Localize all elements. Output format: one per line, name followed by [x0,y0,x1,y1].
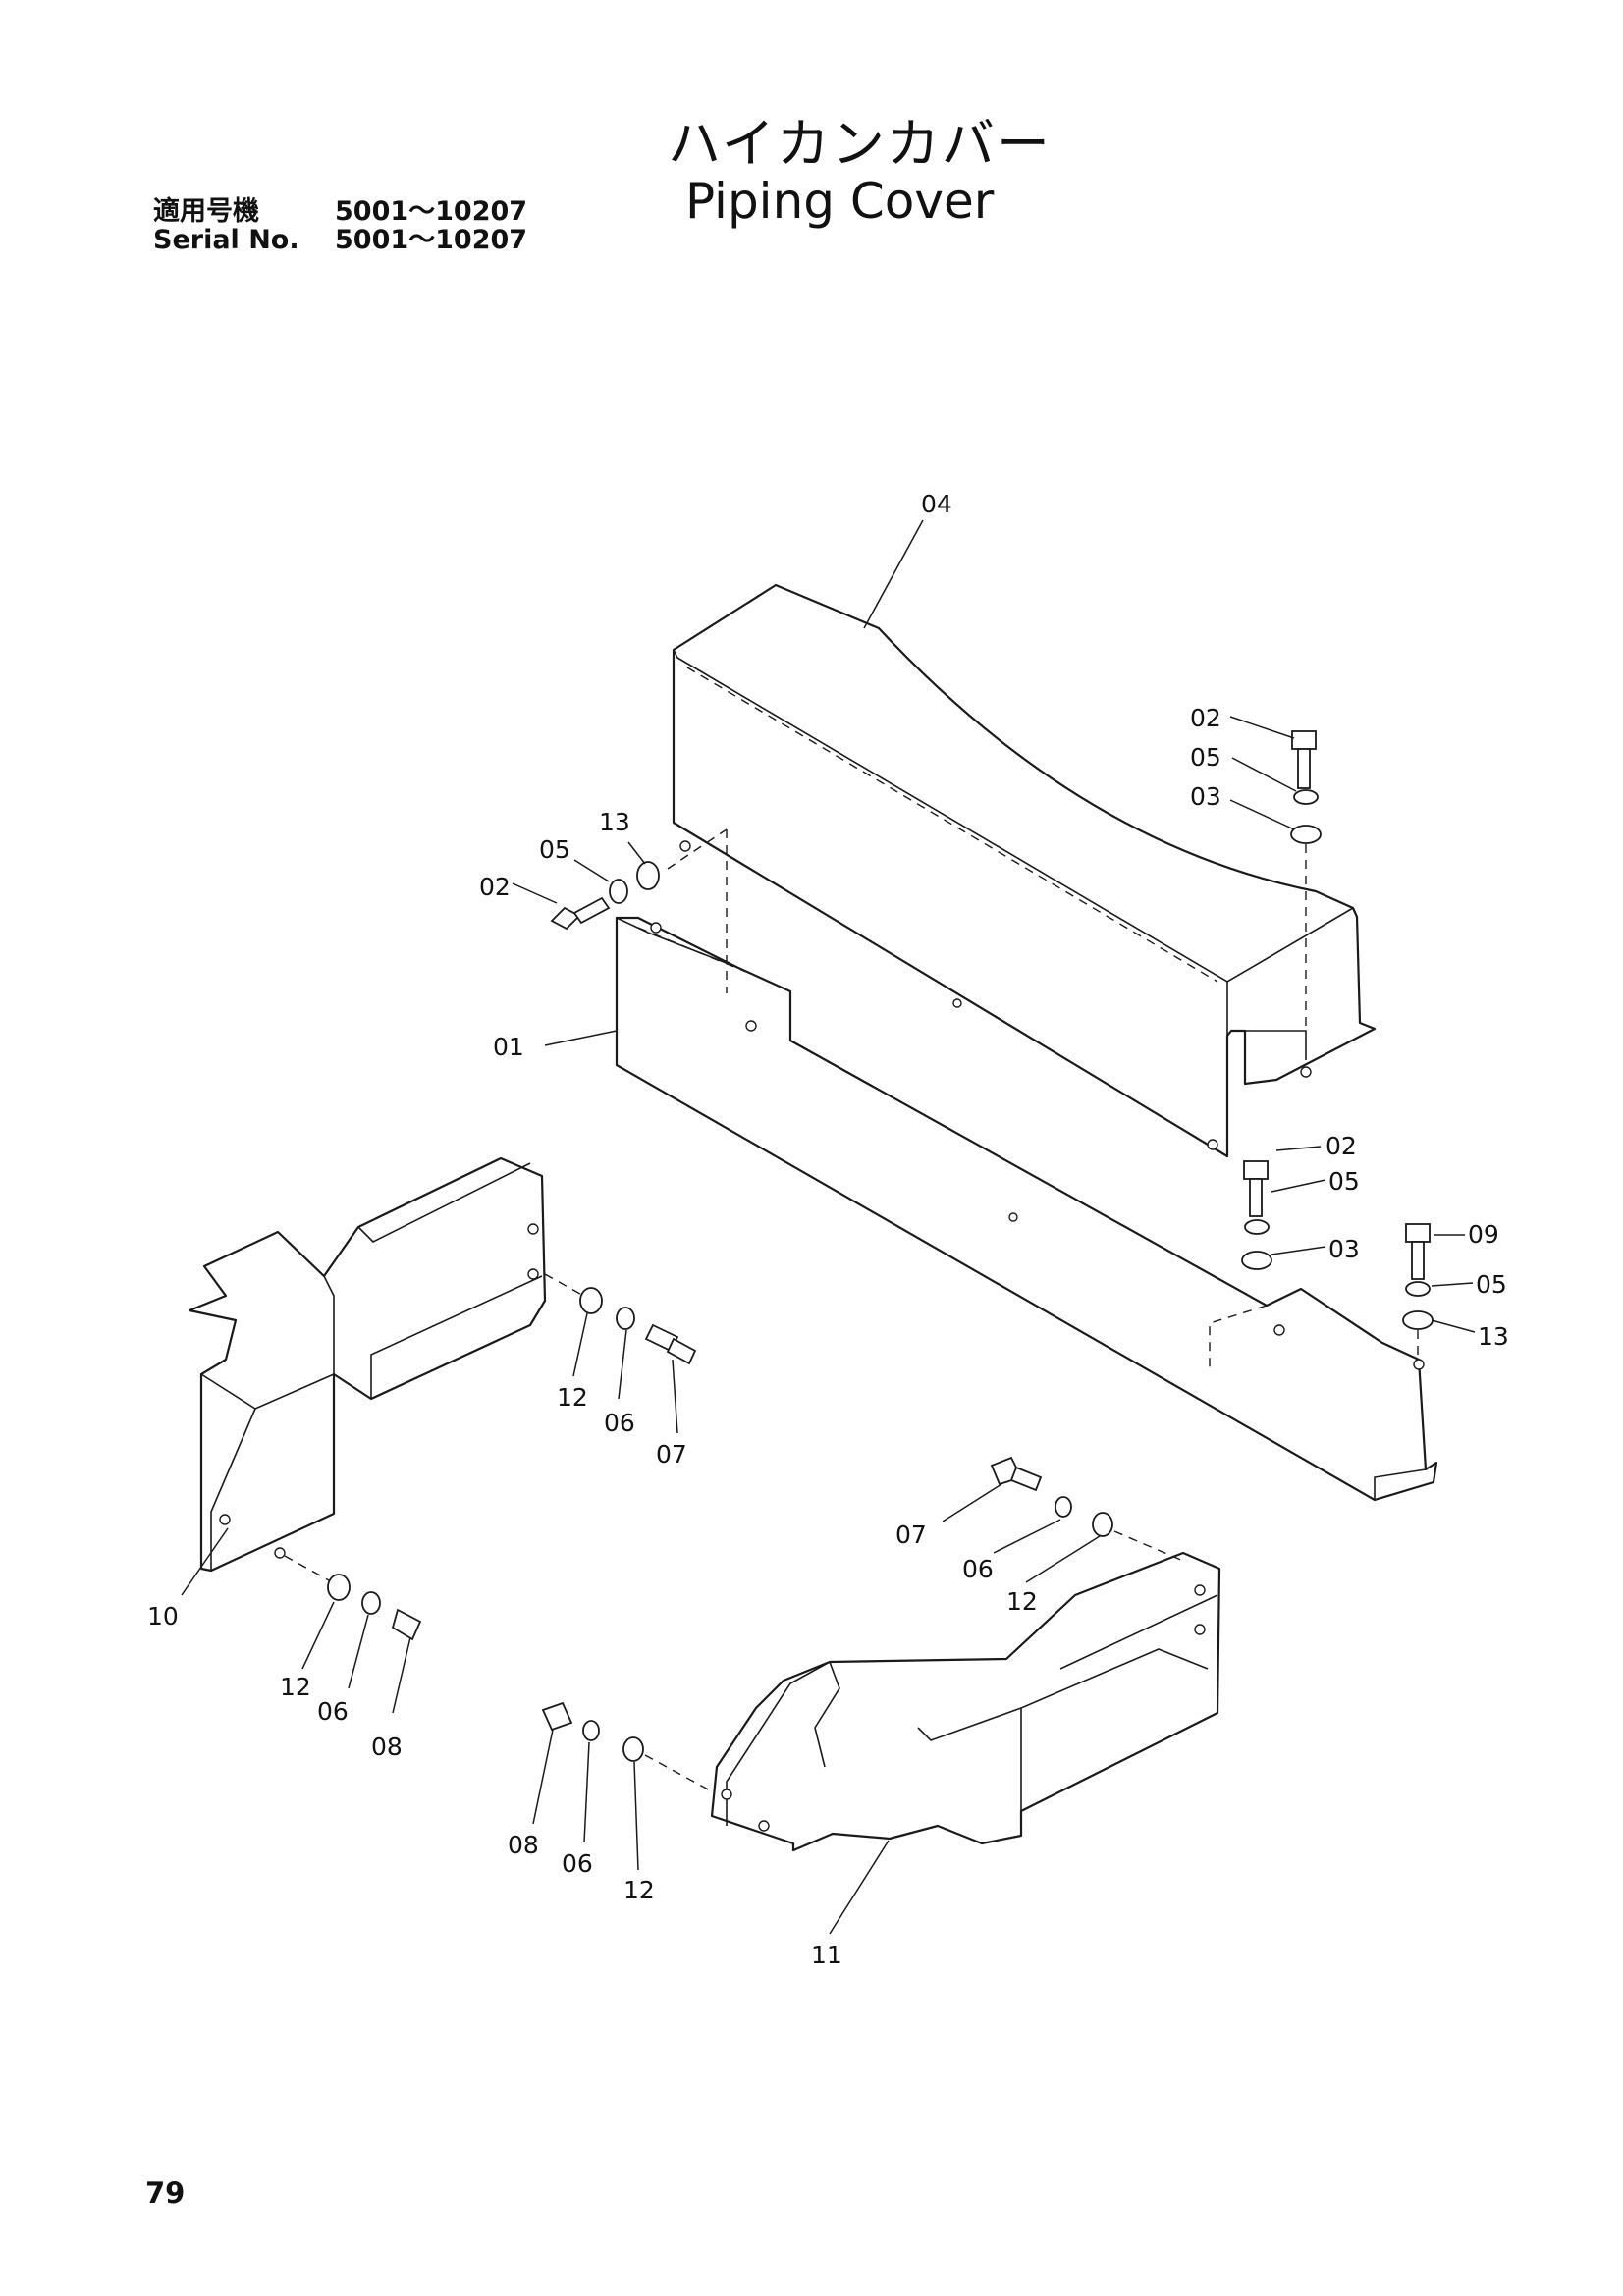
callout-12-d: 12 [623,1876,655,1904]
callout-08-d: 08 [508,1831,539,1859]
callout-11: 11 [811,1941,842,1969]
hardware-group-b [284,1555,422,1641]
part-04-upper-cover [672,583,1377,1158]
callout-06-c: 06 [962,1555,994,1583]
hardware-left [550,828,728,931]
serial-label-japanese: 適用号機 [153,196,259,227]
hardware-middle [1241,1160,1272,1270]
hardware-group-a [544,1273,697,1365]
title-english: Piping Cover [685,173,995,230]
hardware-right [1402,1223,1434,1360]
serial-range-japanese: 5001～10207 [335,196,528,227]
hardware-top-right [1290,730,1322,1031]
callout-13-right: 13 [1478,1322,1509,1351]
callout-04: 04 [921,490,952,518]
hardware-group-d [541,1701,713,1792]
callout-12-a: 12 [557,1383,588,1412]
hardware-group-c [990,1456,1184,1562]
callout-07-a: 07 [656,1440,687,1468]
callout-06-b: 06 [317,1697,349,1726]
callout-labels: 04 02 05 03 13 05 02 01 02 05 03 09 05 1… [147,490,1509,1969]
callout-02-mid: 02 [1325,1132,1357,1160]
serial-label-english: Serial No. [153,225,299,255]
callout-05-right: 05 [1476,1270,1507,1299]
callout-07-c: 07 [895,1521,927,1549]
serial-range-english: 5001～10207 [335,225,528,255]
title-japanese: ハイカンカバー [668,113,1052,175]
serial-row-japanese: 適用号機 5001～10207 [153,198,527,225]
callout-10: 10 [147,1602,179,1630]
leader-lines [181,519,1476,1935]
callout-08-b: 08 [371,1733,403,1761]
callout-06-a: 06 [604,1409,635,1437]
callout-09: 09 [1468,1220,1499,1249]
part-01-lower-cover [615,829,1438,1502]
callout-06-d: 06 [562,1849,593,1878]
part-10-left-cover [188,1156,547,1573]
callout-13-left: 13 [599,808,630,836]
callout-05-left: 05 [539,835,570,864]
callout-05-mid: 05 [1328,1167,1360,1196]
page-number: 79 [145,2176,186,2210]
callout-05-top: 05 [1190,743,1221,772]
callout-03-mid: 03 [1328,1235,1360,1263]
callout-02-left: 02 [479,873,511,901]
callout-03-top: 03 [1190,782,1221,811]
callout-02-top: 02 [1190,704,1221,732]
callout-01: 01 [493,1033,524,1061]
part-11-bottom-cover [710,1551,1221,1852]
serial-row-english: Serial No. 5001～10207 [153,227,527,253]
callout-12-b: 12 [280,1673,311,1701]
callout-12-c: 12 [1006,1587,1038,1616]
